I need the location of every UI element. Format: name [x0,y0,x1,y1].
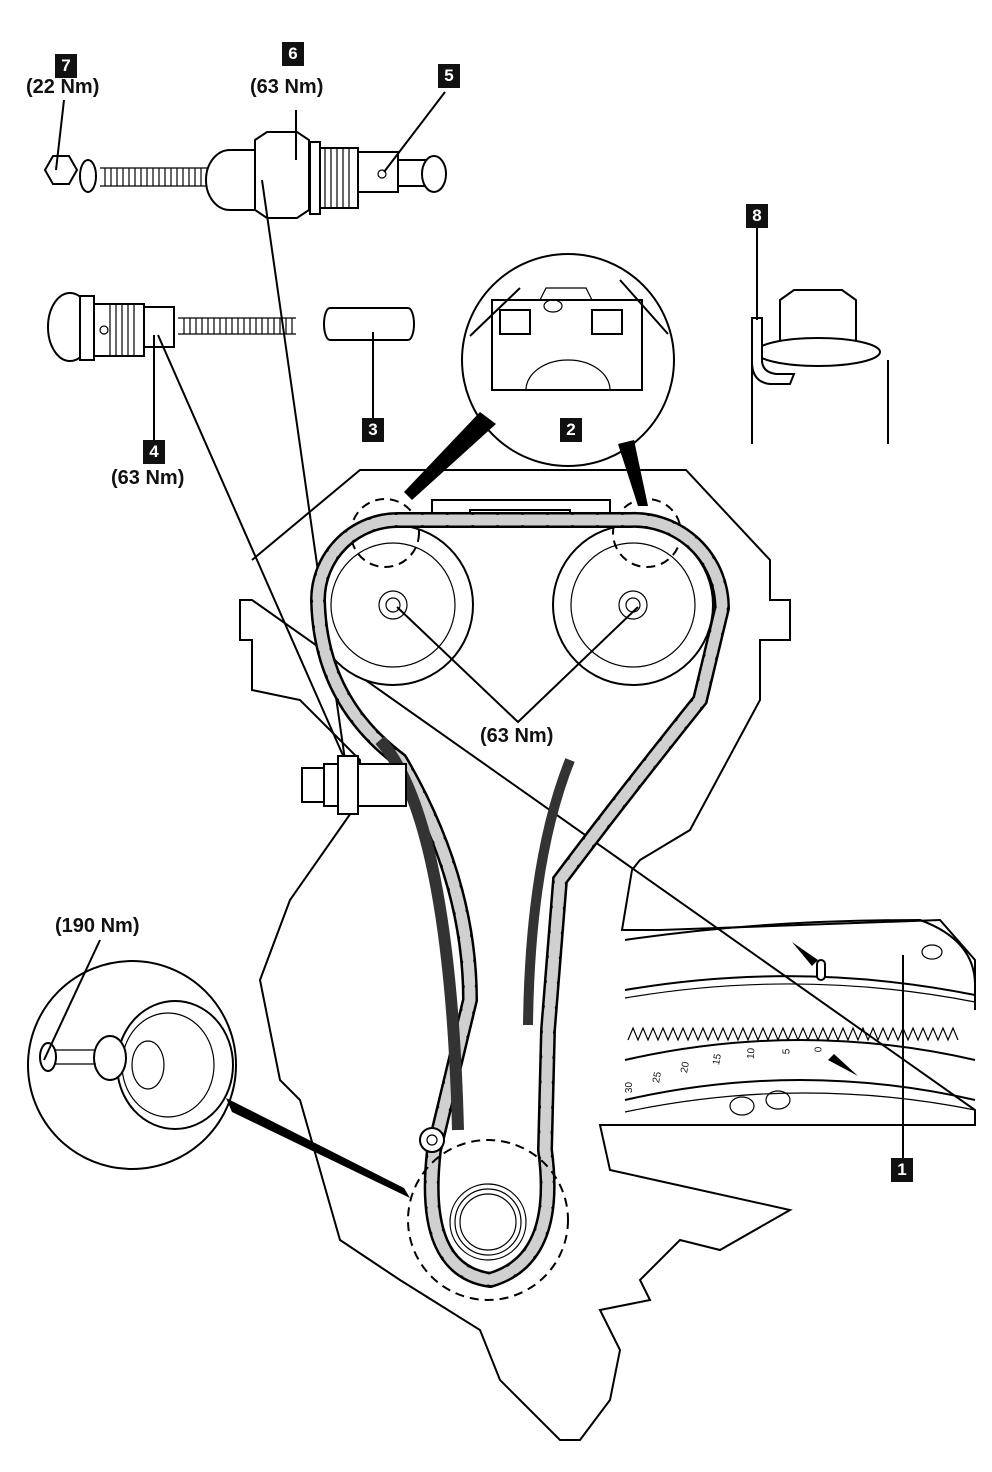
callout-1: 1 [891,1158,913,1182]
callout-8: 8 [746,204,768,228]
camshaft-sprocket-right [552,524,714,686]
scale-15: 15 [711,1053,724,1066]
callout-5: 5 [438,64,460,88]
callout-6: 6 [282,42,304,66]
scale-10: 10 [745,1047,758,1060]
tensioner-assembly-middle [47,292,415,362]
camshaft-torque-label: (63 Nm) [480,725,554,747]
bolt-head-7 [43,155,79,185]
torque-label-6: (63 Nm) [250,76,324,98]
crankshaft-sprocket [407,1139,569,1301]
callout-7: 7 [55,54,77,78]
torque-label-4: (63 Nm) [111,467,185,489]
torque-label-7: (22 Nm) [26,76,100,98]
scale-25: 25 [651,1071,664,1084]
hex-nut-6 [254,131,310,219]
timing-chain [309,511,731,1289]
chain-tensioner-installed [301,755,407,815]
detail-crank-pulley [27,939,410,1198]
callout-3: 3 [362,418,384,442]
tensioner-plunger-3 [323,307,415,341]
crank-pulley-torque-label: (190 Nm) [55,915,140,937]
spring-top [104,168,208,186]
detail-flywheel-timing [624,918,976,1160]
detail-locating-pin [751,228,889,444]
detail-bearing-cap [404,253,675,506]
callout-2: 2 [560,418,582,442]
chain-guide-right [523,758,575,1026]
scale-5: 5 [781,1048,793,1055]
scale-30: 30 [624,1081,636,1094]
scale-20: 20 [679,1061,692,1074]
callout-4: 4 [143,440,165,464]
scale-0: 0 [813,1046,825,1053]
tensioner-assembly-top [43,131,447,219]
